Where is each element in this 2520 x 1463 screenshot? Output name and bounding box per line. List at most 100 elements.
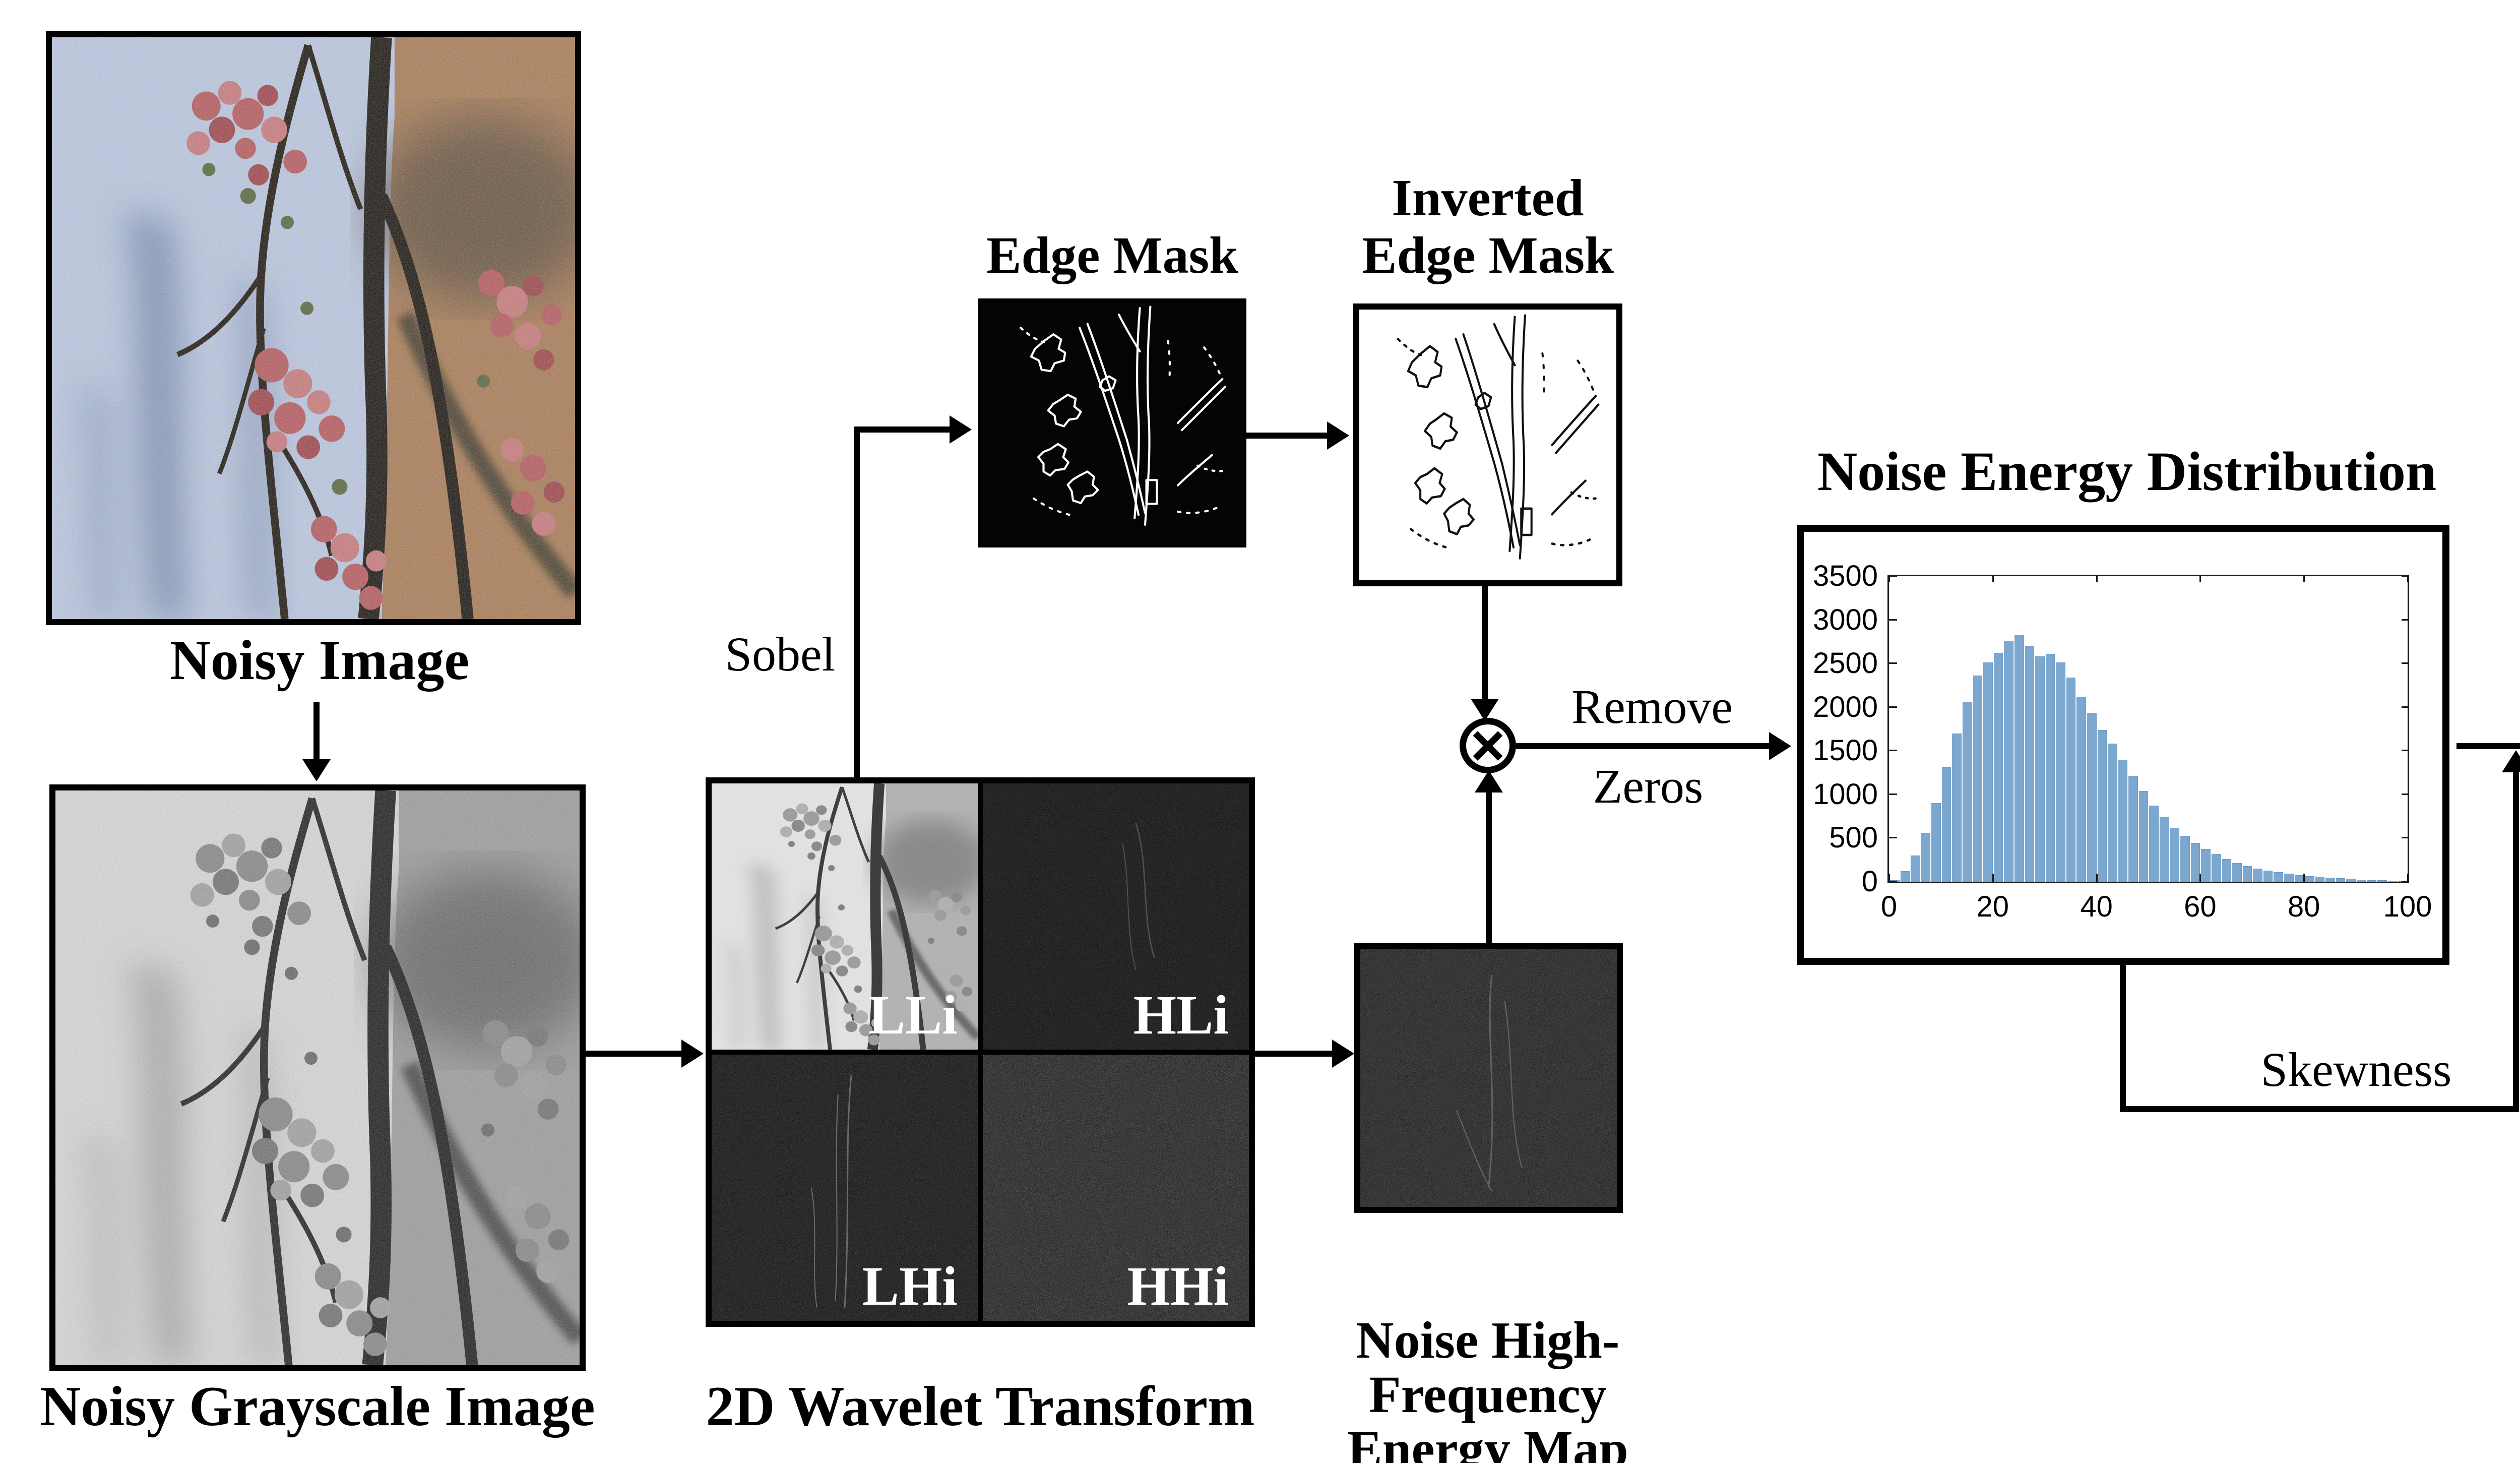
noisy-grayscale-caption: Noisy Grayscale Image (40, 1375, 595, 1438)
skewness-line-up (2513, 769, 2519, 1106)
x-tick-mark-top (2199, 576, 2201, 582)
sobel-line-vertical (854, 426, 860, 777)
wavelet-hl-illustration (983, 783, 1249, 1050)
x-tick-label: 80 (2287, 890, 2320, 923)
histogram-bar (2356, 879, 2366, 882)
histogram-bar (2003, 641, 2013, 882)
y-tick-mark (1889, 837, 1897, 839)
sobel-line-horizontal (854, 426, 951, 433)
energy-map-illustration (1360, 949, 1617, 1207)
noisy-grayscale-panel (49, 784, 586, 1371)
x-tick-mark-top (1992, 576, 1994, 582)
arrow-distribution-to-sigma-line (2456, 743, 2520, 749)
histogram-bar (2366, 880, 2377, 882)
histogram-bar (2044, 654, 2055, 882)
histogram-bar (2189, 842, 2200, 882)
histogram-bar (2024, 646, 2035, 882)
y-tick-mark (1889, 662, 1897, 664)
x-tick-label: 20 (1976, 890, 2009, 923)
histogram-bar (1972, 676, 1983, 882)
histogram-bar (2075, 696, 2086, 882)
x-tick-mark-top (1888, 576, 1890, 582)
skewness-arrow-head (2502, 750, 2520, 772)
histogram-bar (1920, 833, 1931, 882)
arrow-wavelet-to-energy-head (1332, 1040, 1354, 1068)
x-tick-mark (2303, 874, 2305, 882)
histogram-bar (2117, 759, 2128, 882)
x-tick-mark (2407, 874, 2409, 882)
histogram-bar (1992, 653, 2003, 882)
wavelet-quadrant-hl: HLi (983, 783, 1249, 1050)
wavelet-transform-grid: LLi HLi LHi (706, 777, 1255, 1327)
wavelet-hh-label: HHi (1127, 1255, 1229, 1317)
histogram-bar (1930, 803, 1941, 882)
wavelet-quadrant-lh: LHi (712, 1055, 978, 1321)
arrow-color-to-gray-head (302, 759, 331, 781)
histogram-bar (2262, 871, 2273, 882)
arrow-gray-to-wavelet-head (681, 1040, 704, 1068)
histogram-bar (2148, 806, 2159, 882)
wavelet-quadrant-ll: LLi (712, 783, 978, 1050)
histogram-bar (2107, 744, 2117, 882)
noisy-image-panel (46, 31, 581, 625)
histogram-bar (2386, 881, 2398, 882)
y-tick-mark (1889, 793, 1897, 795)
histogram-bar (2345, 879, 2356, 882)
sobel-label: Sobel (725, 627, 836, 681)
y-tick-mark (1889, 706, 1897, 708)
sobel-arrow-head (950, 415, 972, 444)
arrow-edge-to-inverted-head (1327, 421, 1349, 450)
energy-map-caption-line2: Frequency (1369, 1366, 1607, 1424)
x-tick-mark (2199, 874, 2201, 882)
energy-map-panel (1354, 943, 1623, 1213)
arrow-inverted-to-multiply-line (1482, 586, 1488, 703)
arrow-gray-to-wavelet-line (586, 1051, 682, 1057)
edge-mask-caption: Edge Mask (986, 226, 1238, 284)
arrow-color-to-gray-line (313, 702, 320, 760)
arrow-inverted-to-multiply-head (1471, 699, 1499, 721)
histogram-bar (2210, 854, 2221, 882)
arrow-multiply-to-distribution-line (1516, 743, 1770, 749)
arrow-wavelet-to-energy-line (1255, 1051, 1333, 1057)
arrow-edge-to-inverted-line (1246, 433, 1328, 439)
x-tick-mark (1992, 874, 1994, 882)
wavelet-lh-label: LHi (862, 1255, 958, 1317)
histogram-bar (2252, 869, 2262, 882)
inverted-edge-mask-illustration (1359, 310, 1616, 580)
arrow-energy-to-multiply-head (1475, 770, 1503, 793)
edge-mask-panel (978, 298, 1246, 547)
histogram-bar (2314, 877, 2325, 882)
wavelet-lh-illustration (712, 1055, 978, 1321)
noisy-grayscale-illustration (55, 790, 580, 1365)
histogram-bar (1962, 702, 1972, 882)
histogram-bars (1889, 576, 2408, 882)
histogram-bar (2200, 849, 2211, 882)
x-tick-label: 100 (2383, 890, 2432, 923)
y-tick-mark-right (2402, 706, 2408, 708)
wavelet-hh-illustration (983, 1055, 1249, 1321)
energy-map-caption-line3: Energy Map (1347, 1420, 1628, 1463)
histogram-bar (2065, 677, 2076, 882)
y-tick-mark (1889, 750, 1897, 752)
y-tick-mark-right (2402, 619, 2408, 621)
wavelet-hl-label: HLi (1133, 984, 1229, 1046)
histogram-bar (2324, 877, 2335, 882)
x-tick-mark (2096, 874, 2098, 882)
arrow-multiply-to-distribution-head (1769, 732, 1791, 760)
x-tick-mark-top (2303, 576, 2305, 582)
y-tick-mark-right (2402, 662, 2408, 664)
histogram-bar (1899, 871, 1910, 882)
x-tick-label: 40 (2080, 890, 2113, 923)
wavelet-ll-illustration (712, 783, 978, 1050)
inverted-edge-mask-caption-line1: Inverted (1392, 169, 1584, 227)
energy-map-caption-line1: Noise High- (1356, 1311, 1620, 1369)
histogram-bar (2335, 878, 2346, 882)
histogram-bar (2034, 656, 2045, 882)
skewness-line-down (2120, 965, 2126, 1112)
y-tick-mark-right (2402, 750, 2408, 752)
wavelet-ll-label: LLi (868, 984, 958, 1046)
histogram-bar (2127, 775, 2138, 882)
histogram-bar (1982, 662, 1993, 882)
